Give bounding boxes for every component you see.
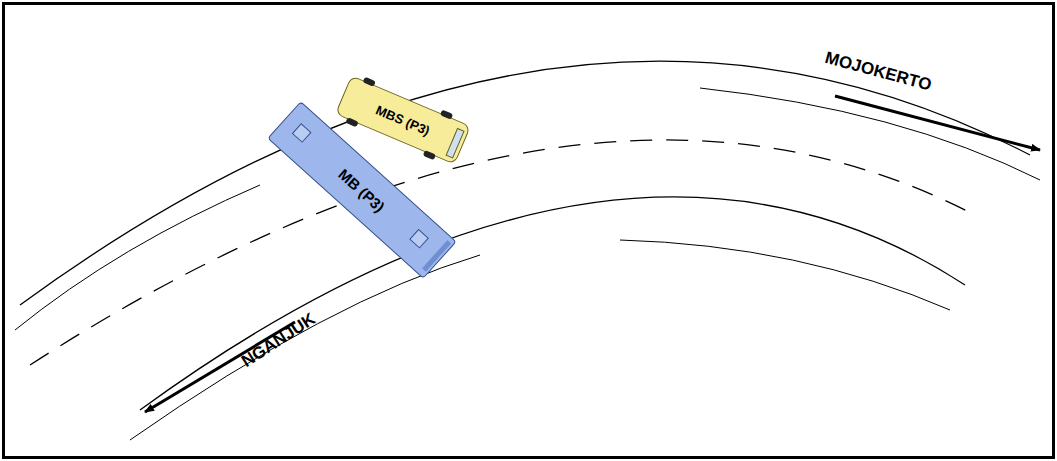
vehicle-label: MBS (P3) bbox=[374, 102, 432, 138]
direction-label: MOJOKERTO bbox=[823, 48, 934, 96]
road-edge bbox=[140, 197, 965, 410]
direction-arrow bbox=[835, 96, 1040, 150]
center-line bbox=[30, 140, 975, 365]
wheel bbox=[363, 77, 376, 87]
roof-hatch bbox=[292, 123, 312, 143]
road-edge bbox=[20, 61, 1030, 305]
road-shoulder bbox=[700, 88, 1040, 180]
roof-hatch bbox=[409, 229, 429, 249]
road-shoulder bbox=[15, 185, 260, 330]
wheel bbox=[440, 109, 453, 119]
vehicle-label: MB (P3) bbox=[336, 165, 389, 215]
windshield bbox=[422, 240, 451, 272]
wheel bbox=[345, 117, 358, 127]
wheel bbox=[423, 150, 436, 160]
windshield bbox=[446, 128, 465, 159]
road-shoulder bbox=[620, 240, 950, 310]
road-shoulder bbox=[130, 255, 480, 440]
